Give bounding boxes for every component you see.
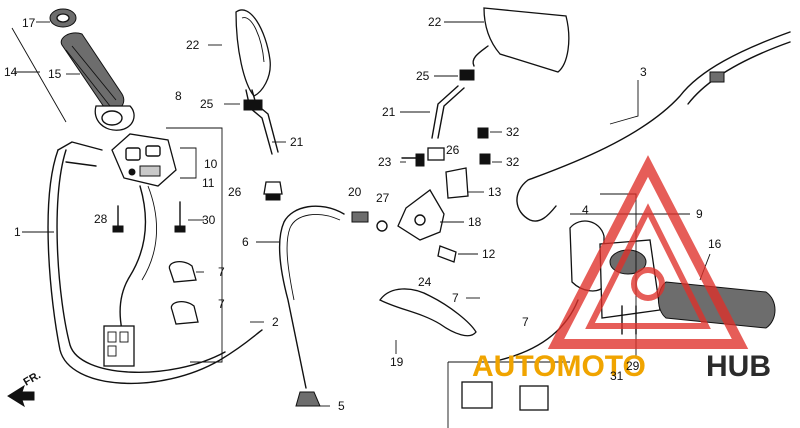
part-label: 26 [228, 185, 242, 199]
part-label: 25 [200, 97, 214, 111]
part-label: 14 [4, 65, 18, 79]
pivot-nut-26-right [427, 147, 445, 161]
part-label: 2 [272, 315, 279, 329]
direction-label: FR. [22, 369, 43, 388]
part-label: 6 [242, 235, 249, 249]
mirror-nut-26-left [263, 181, 283, 201]
part-label: 26 [446, 143, 460, 157]
part-label: 20 [348, 185, 362, 199]
part-label: 8 [175, 89, 182, 103]
screw-28 [112, 205, 124, 233]
lever-19 [379, 288, 477, 337]
part-label: 27 [376, 191, 390, 205]
part-label: 7 [452, 291, 459, 305]
part-label: 24 [418, 275, 432, 289]
switch-harness-wire [103, 185, 157, 367]
part-label: 21 [382, 105, 396, 119]
part-label: 17 [22, 16, 36, 30]
mirror-22-left [235, 9, 271, 97]
part-label: 5 [338, 399, 345, 413]
part-label: 3 [640, 65, 647, 79]
part-label: 32 [506, 155, 520, 169]
grip-end-cap-17 [49, 8, 77, 28]
leader-lines [11, 21, 711, 407]
mirror-stem-21-right [431, 85, 465, 139]
part-label: 7 [218, 265, 225, 279]
part-label: 18 [468, 215, 482, 229]
screw-30 [174, 201, 186, 233]
lever-bracket-18 [397, 189, 445, 241]
part-label: 25 [416, 69, 430, 83]
part-label: 21 [290, 135, 304, 149]
part-label: 9 [696, 207, 703, 221]
spring-27 [376, 220, 388, 232]
left-switch-housing-8 [111, 133, 177, 187]
part-label: 32 [506, 125, 520, 139]
part-label: 4 [582, 203, 589, 217]
part-label: 12 [482, 247, 496, 261]
watermark-text-automoto: AUTOMOTO [472, 350, 646, 383]
mirror-22-right [472, 7, 570, 73]
part-label: 22 [186, 38, 200, 52]
part-label: 1 [14, 225, 21, 239]
part-label: 7 [218, 297, 225, 311]
watermark-text-hub: HUB [706, 350, 771, 383]
throttle-grip-15 [60, 32, 125, 112]
throttle-pipe-14 [94, 105, 135, 131]
mirror-nut-25-left [243, 99, 263, 111]
part-label: 16 [708, 237, 722, 251]
bolt-20 [351, 211, 369, 223]
part-label: 11 [202, 176, 215, 190]
master-holder-13 [445, 167, 469, 199]
bolt-23 [401, 153, 425, 167]
bolt-32 [477, 127, 491, 165]
part-label: 31 [610, 369, 624, 383]
mirror-nut-25-right [459, 69, 475, 81]
clutch-cable-6 [278, 205, 345, 407]
part-label: 15 [48, 67, 62, 81]
switch-harness-31 [447, 299, 579, 428]
front-direction-arrow-icon [7, 384, 35, 408]
part-label: 7 [522, 315, 529, 329]
part-label: 19 [390, 355, 404, 369]
part-label: 23 [378, 155, 392, 169]
part-label: 29 [626, 359, 640, 373]
part-label: 22 [428, 15, 442, 29]
part-label: 28 [94, 212, 108, 226]
part-labels: 17 14 15 1 8 10 11 28 30 7 7 2 22 25 21 … [4, 15, 722, 413]
throttle-cables-1-2 [47, 141, 263, 385]
watermark-logo [547, 155, 749, 349]
part-label: 10 [204, 157, 218, 171]
throttle-cable-3 [516, 31, 791, 222]
cable-clamp-7-left [168, 260, 199, 325]
part-label: 30 [202, 213, 216, 227]
part-label: 13 [488, 185, 502, 199]
switch-12 [437, 245, 457, 263]
